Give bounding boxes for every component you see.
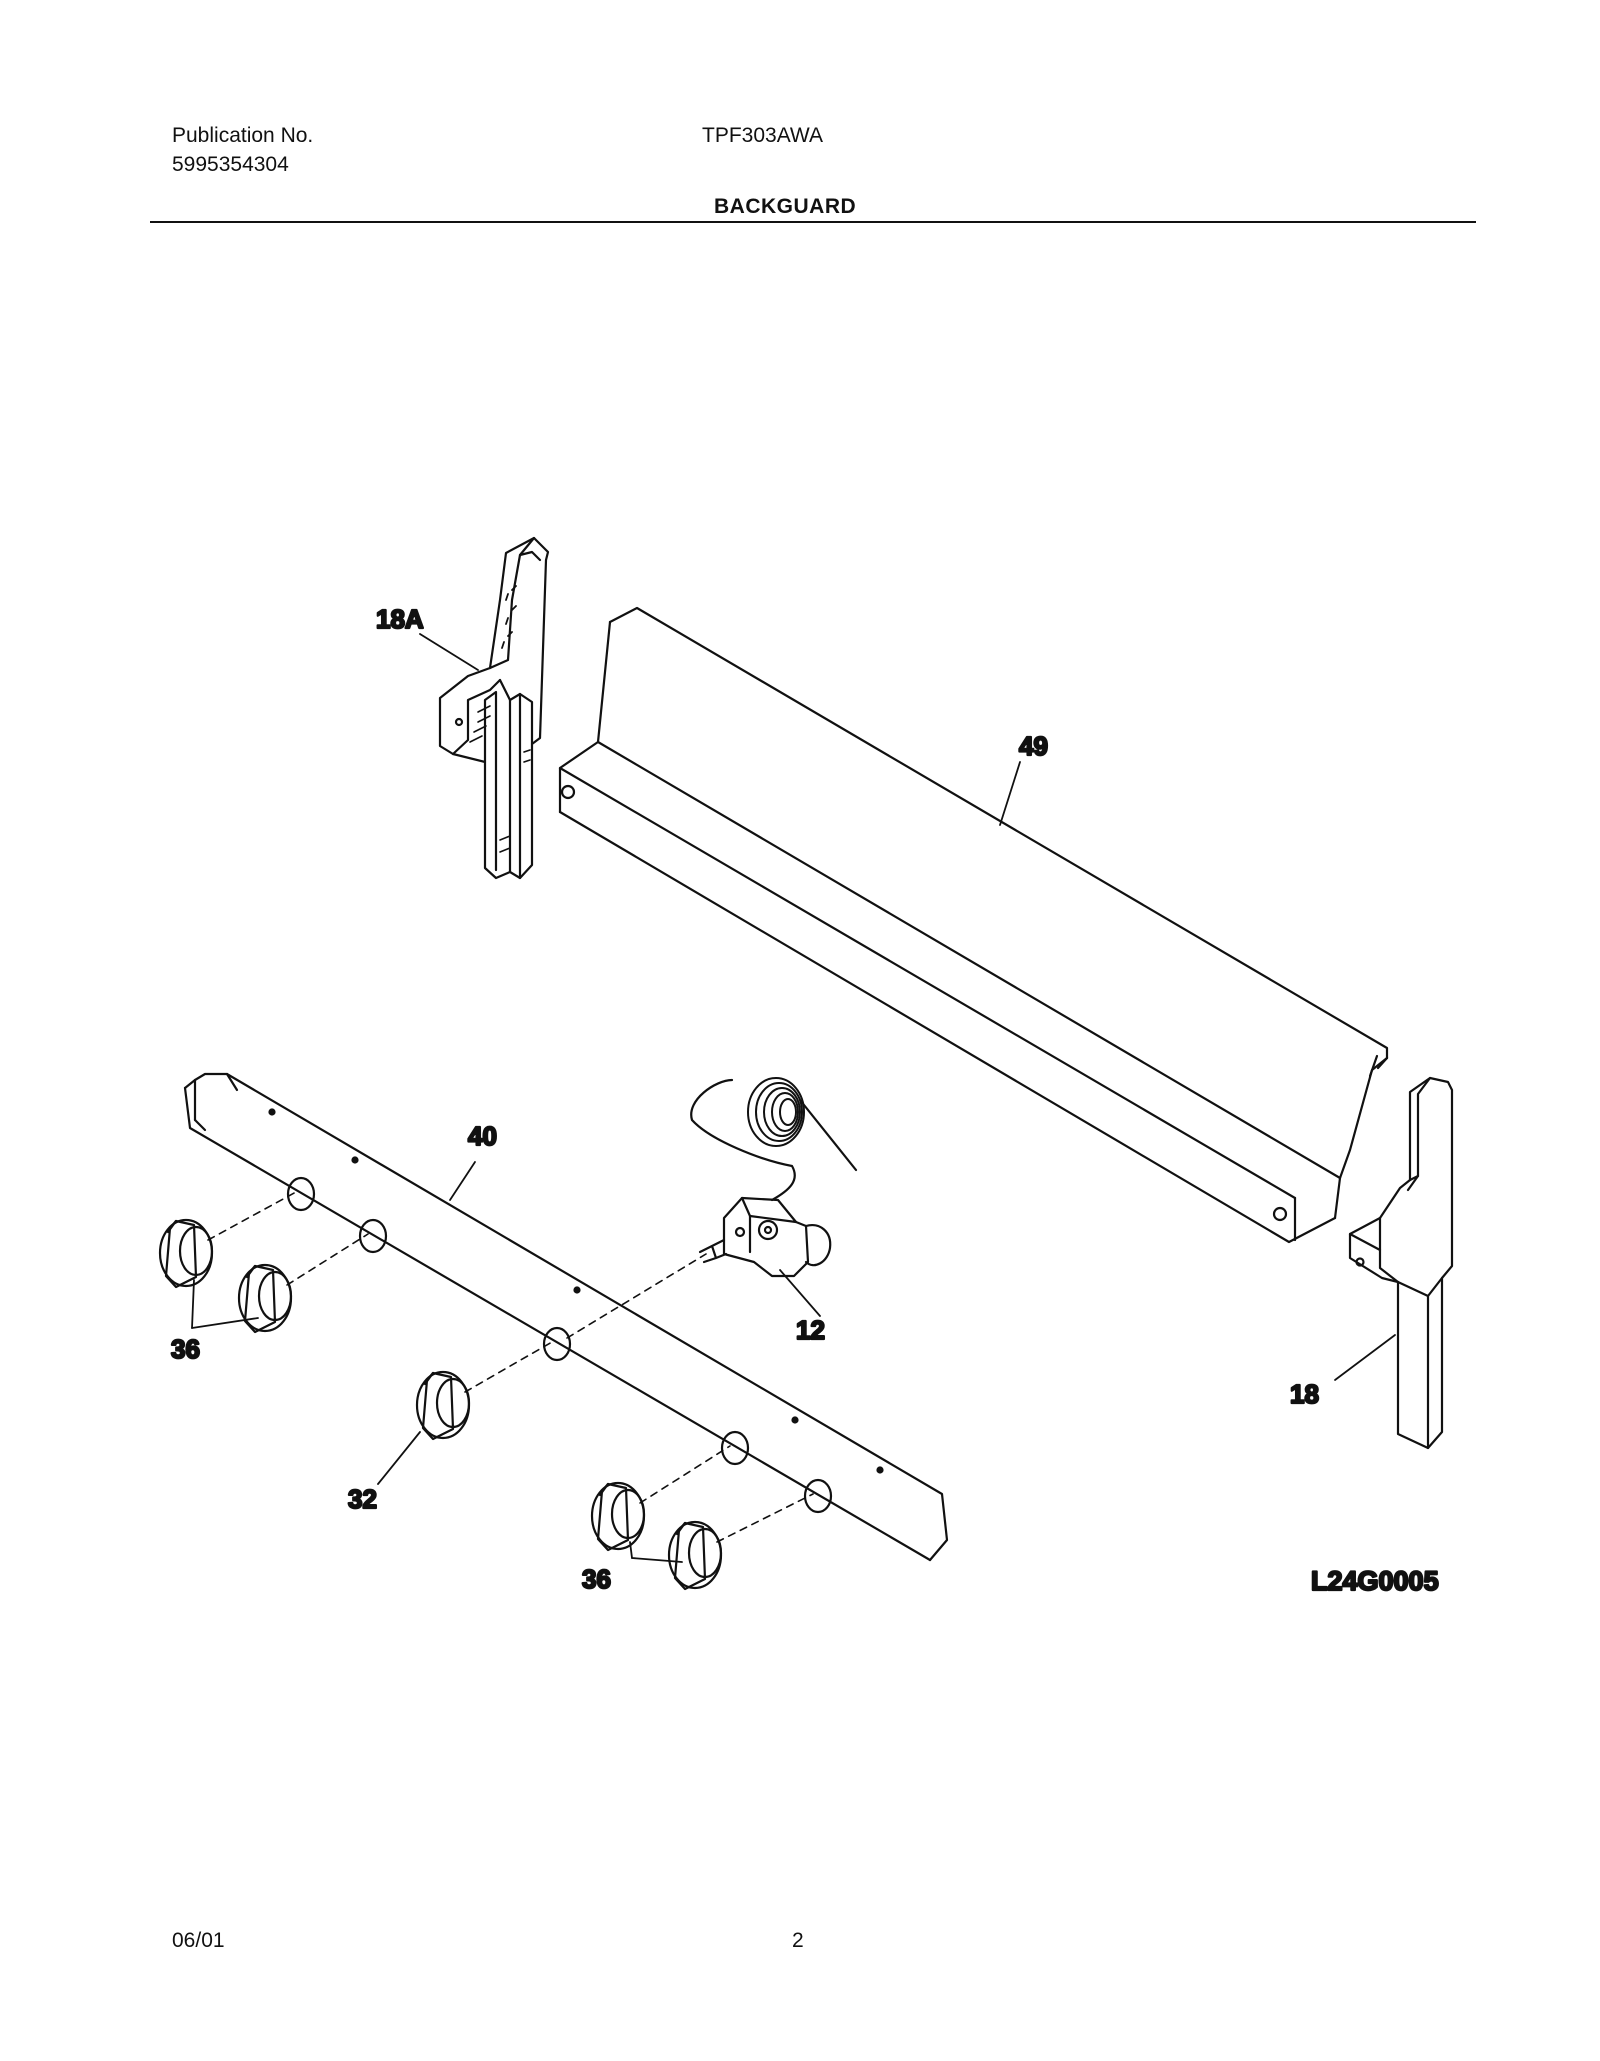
knob-left-1 xyxy=(158,1218,214,1289)
knob-left-2 xyxy=(237,1263,293,1334)
section-title: BACKGUARD xyxy=(714,195,857,218)
header-rule xyxy=(150,221,1476,223)
callout-36-left: 36 xyxy=(171,1334,200,1364)
page-number: 2 xyxy=(792,1929,804,1952)
part-18-right-bracket xyxy=(1348,1076,1454,1450)
callout-18a: 18A xyxy=(376,604,424,634)
callout-49: 49 xyxy=(1019,731,1048,761)
callout-12: 12 xyxy=(796,1315,825,1345)
callout-32: 32 xyxy=(348,1484,377,1514)
figure-id: L24G0005 xyxy=(1311,1566,1439,1596)
publication-number: 5995354304 xyxy=(172,153,289,176)
model-number: TPF303AWA xyxy=(702,124,823,147)
part-40-manifold-panel xyxy=(183,1072,949,1562)
part-12-thermostat xyxy=(690,1077,858,1278)
callout-18: 18 xyxy=(1290,1379,1319,1409)
part-18a-left-bracket xyxy=(438,536,550,880)
part-49-backguard-panel xyxy=(558,606,1389,1244)
knob-right-2 xyxy=(667,1520,723,1591)
assembly-dashed-lines xyxy=(207,1191,814,1543)
knob-right-1 xyxy=(590,1481,646,1552)
leader-lines xyxy=(191,633,1396,1563)
knob-center xyxy=(415,1370,471,1441)
callout-40: 40 xyxy=(468,1121,497,1151)
footer-date: 06/01 xyxy=(172,1929,225,1952)
publication-label: Publication No. xyxy=(172,124,314,147)
callout-36-right: 36 xyxy=(582,1564,611,1594)
